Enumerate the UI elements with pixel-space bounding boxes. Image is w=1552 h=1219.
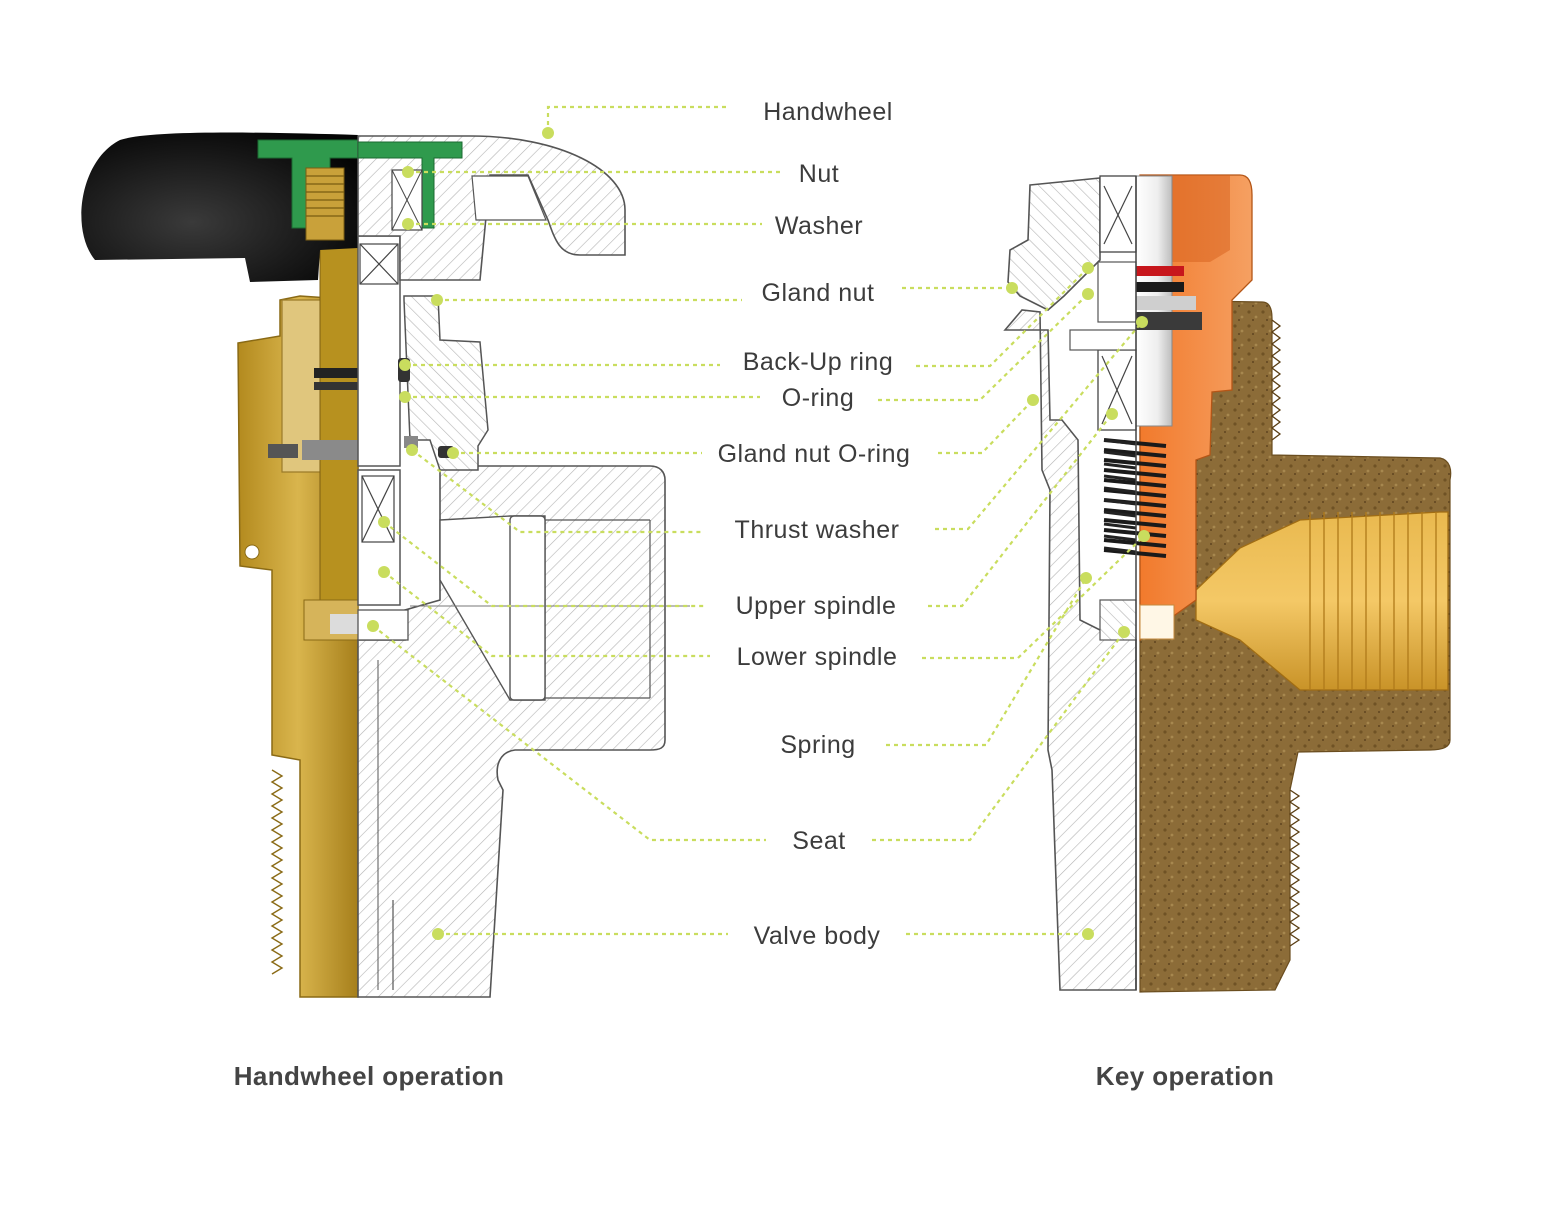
caption-key-operation: Key operation <box>1095 1061 1275 1091</box>
dot-backup-ring-right <box>1082 262 1094 274</box>
dot-thrust-washer-right <box>1136 316 1148 328</box>
key-valve-drawing <box>1003 174 1452 993</box>
label-backup-ring: Back-Up ring <box>742 348 894 376</box>
dot-thrust-washer-left <box>406 444 418 456</box>
dot-upper-spindle-left <box>378 516 390 528</box>
leader-o-ring-right <box>878 293 1089 402</box>
leader-thrust-washer-right <box>935 321 1143 531</box>
dot-nut-left <box>402 166 414 178</box>
label-upper-spindle: Upper spindle <box>735 592 897 620</box>
dot-o-ring-right <box>1082 288 1094 300</box>
leader-handwheel <box>546 105 730 133</box>
label-thrust-washer: Thrust washer <box>734 516 900 544</box>
dot-seat-right <box>1118 626 1130 638</box>
leader-spring-right <box>886 577 1087 747</box>
dot-upper-spindle-right <box>1106 408 1118 420</box>
leader-lower-spindle-right <box>922 535 1145 660</box>
label-spring: Spring <box>780 731 856 759</box>
leader-lines <box>372 105 1145 936</box>
label-gland-nut-o-ring: Gland nut O-ring <box>717 440 911 468</box>
label-handwheel: Handwheel <box>763 98 893 126</box>
label-nut: Nut <box>798 160 840 188</box>
dot-spring-right <box>1080 572 1092 584</box>
leader-upper-spindle-right <box>928 413 1113 608</box>
leader-backup-ring-right <box>916 267 1089 368</box>
dot-gland-o-ring-left <box>447 447 459 459</box>
dot-valve-body-right <box>1082 928 1094 940</box>
leader-seat-right <box>872 631 1125 842</box>
dot-valve-body-left <box>432 928 444 940</box>
leader-dots <box>367 127 1150 940</box>
leader-upper-spindle-left <box>383 521 705 608</box>
dot-lower-spindle-left <box>378 566 390 578</box>
dot-handwheel <box>542 127 554 139</box>
label-gland-nut: Gland nut <box>761 279 875 307</box>
dot-seat-left <box>367 620 379 632</box>
right-brass-outlet <box>1195 511 1449 691</box>
dot-backup-ring-left <box>399 359 411 371</box>
left-thread-marks <box>270 769 284 975</box>
label-seat: Seat <box>792 827 846 855</box>
dot-o-ring-left <box>399 391 411 403</box>
label-o-ring: O-ring <box>781 384 855 412</box>
dot-gland-o-ring-right <box>1027 394 1039 406</box>
leader-gland-o-ring-right <box>938 399 1034 455</box>
left-bonnet-hatched <box>403 295 489 471</box>
caption-handwheel-operation: Handwheel operation <box>233 1061 505 1091</box>
label-valve-body: Valve body <box>753 922 881 950</box>
handwheel-valve-drawing <box>81 132 690 998</box>
dot-lower-spindle-right <box>1138 530 1150 542</box>
label-lower-spindle: Lower spindle <box>736 643 898 671</box>
dot-gland-nut-right <box>1006 282 1018 294</box>
dot-washer-left <box>402 218 414 230</box>
leader-seat-left <box>372 625 766 842</box>
left-handwheel-black <box>81 132 359 282</box>
left-valve-body-hatched <box>357 465 666 998</box>
leader-thrust-washer-left <box>411 449 702 534</box>
dot-gland-nut-left <box>431 294 443 306</box>
label-washer: Washer <box>774 212 864 240</box>
leader-lower-spindle-left <box>383 571 710 658</box>
